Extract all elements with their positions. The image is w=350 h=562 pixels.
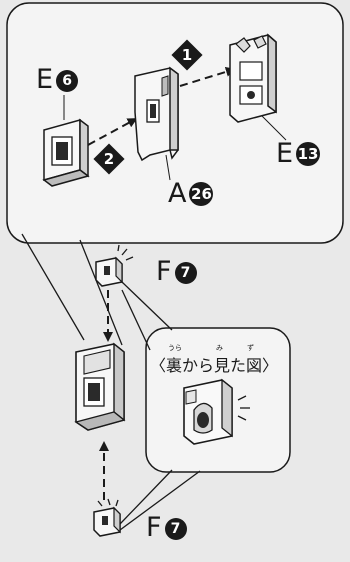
f7-top-motion-lines — [117, 244, 134, 261]
bubble-tail-top-a — [121, 281, 173, 331]
part-f7-top-drawing — [95, 256, 123, 287]
step-1-marker: 1 — [171, 39, 203, 71]
part-e6-drawing — [42, 118, 90, 187]
a26-leader — [165, 154, 171, 181]
back-view-label: 〈裏から見た図〉 — [150, 356, 279, 375]
f7-bottom-motion-lines — [97, 498, 119, 507]
callout-e13-letter: E — [276, 138, 294, 169]
callout-f7-top-number: 7 — [174, 262, 197, 284]
callout-line-left — [21, 233, 85, 341]
callout-f7-bottom-number: 7 — [164, 518, 187, 540]
ruby-mi: み — [216, 344, 223, 352]
ruby-ura: うら — [168, 344, 182, 352]
part-e13-drawing — [229, 33, 277, 123]
e13-leader — [261, 115, 287, 141]
part-assembled-main-drawing — [74, 342, 126, 431]
f7-back-view-drawing — [183, 378, 233, 445]
callout-line-right — [79, 239, 123, 346]
callout-a26-number: 26 — [189, 182, 214, 206]
part-f7-bottom-drawing — [93, 506, 121, 537]
arrow-a26-to-e13 — [179, 66, 236, 87]
callout-e13-number: 13 — [296, 142, 321, 166]
step-2-marker: 2 — [93, 143, 125, 175]
bubble-tail-top-b — [121, 289, 151, 351]
ruby-zu: ず — [247, 344, 254, 352]
part-a26-drawing — [134, 66, 179, 162]
callout-f7-bottom-letter: F — [146, 512, 162, 543]
bubble-tail-bottom-a — [119, 469, 173, 525]
step-1-number: 1 — [181, 46, 193, 64]
arrow-e6-to-a26 — [87, 118, 138, 146]
bubble-tail-bottom-b — [119, 470, 201, 531]
callout-f7-top-letter: F — [156, 256, 172, 287]
back-view-motion-lines — [237, 395, 250, 421]
callout-e6-letter: E — [36, 64, 54, 95]
callout-e6-number: 6 — [56, 70, 79, 92]
callout-a26-letter: A — [168, 178, 187, 209]
step-2-number: 2 — [103, 150, 115, 168]
